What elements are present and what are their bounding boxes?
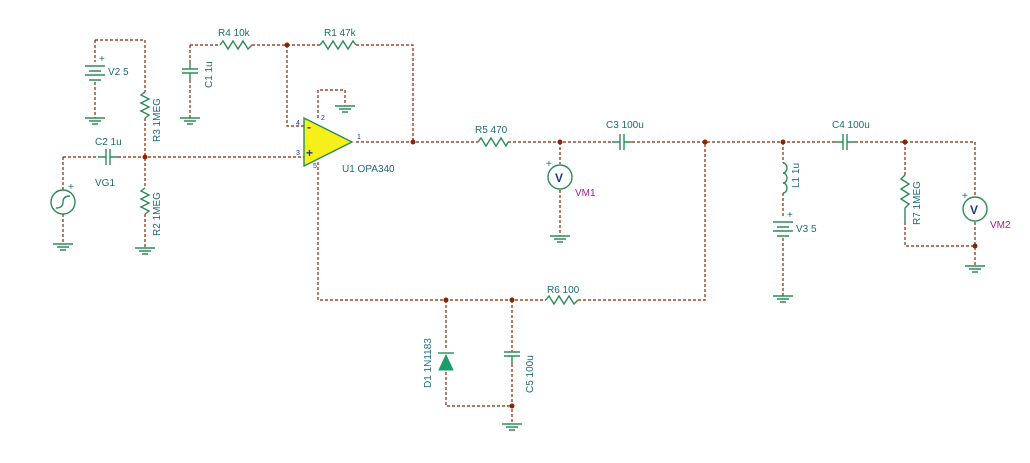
u1-label: U1 OPA340 <box>342 164 395 175</box>
ground-symbol <box>965 265 985 273</box>
junction <box>780 139 786 145</box>
battery-v2[interactable]: + V2 5 <box>85 54 129 81</box>
voltmeter-vm2[interactable]: V + VM2 <box>962 191 1011 231</box>
r7-label: R7 1MEG <box>912 181 923 225</box>
resistor-r5[interactable]: R5 470 <box>475 125 509 148</box>
signal-generator-vg1[interactable]: + VG1 <box>50 178 115 215</box>
junctions <box>142 42 978 409</box>
vg1-label: VG1 <box>95 178 115 189</box>
junction <box>509 403 515 409</box>
junction <box>902 139 908 145</box>
wires <box>62 39 976 424</box>
junction <box>410 139 416 145</box>
r3-label: R3 1MEG <box>152 98 163 142</box>
ground-symbol <box>53 243 73 251</box>
v2-plus: + <box>99 54 105 65</box>
r5-label: R5 470 <box>475 125 508 136</box>
c3-label: C3 100u <box>606 120 644 131</box>
vg1-plus: + <box>68 182 74 193</box>
r4-label: R4 10k <box>218 28 251 39</box>
voltmeter-vm1[interactable]: V + VM1 <box>546 159 596 199</box>
c2-label: C2 1u <box>95 137 122 148</box>
v3-plus: + <box>787 210 793 221</box>
ground-symbol <box>85 117 105 125</box>
opamp-pin-vminus: 5 <box>313 163 317 170</box>
junction <box>702 139 708 145</box>
r2-label: R2 1MEG <box>152 192 163 236</box>
vm2-label: VM2 <box>990 220 1011 231</box>
v2-label: V2 5 <box>108 67 129 78</box>
capacitor-c5[interactable]: C5 100u <box>504 351 536 393</box>
vm1-symbol: V <box>555 171 563 185</box>
opamp-pin-out: 1 <box>357 134 361 141</box>
junction <box>284 42 290 48</box>
vm1-plus: + <box>546 159 552 170</box>
c5-label: C5 100u <box>525 355 536 393</box>
ground-symbol <box>135 247 155 255</box>
vm2-symbol: V <box>970 203 978 217</box>
capacitor-c3[interactable]: C3 100u <box>606 120 644 150</box>
junction <box>443 297 449 303</box>
grounds <box>53 105 985 431</box>
ground-symbol <box>335 105 355 113</box>
resistor-r2[interactable]: R2 1MEG <box>139 187 163 236</box>
resistor-r7[interactable]: R7 1MEG <box>899 174 923 225</box>
junction <box>509 297 515 303</box>
ground-symbol <box>502 423 522 431</box>
vm2-plus: + <box>962 191 968 202</box>
r1-label: R1 47k <box>324 28 357 39</box>
resistor-r4[interactable]: R4 10k <box>218 28 253 51</box>
r6-label: R6 100 <box>547 285 580 296</box>
ground-symbol <box>180 117 200 125</box>
d1-label: D1 1N1183 <box>423 338 434 388</box>
ground-symbol <box>550 235 570 243</box>
inductor-l1[interactable]: L1 1u <box>782 162 802 194</box>
capacitor-c1[interactable]: C1 1u <box>182 61 215 88</box>
opamp-minus: - <box>307 120 311 134</box>
resistor-r6[interactable]: R6 100 <box>545 285 580 306</box>
opamp-pin-vplus: 2 <box>321 115 325 122</box>
c4-label: C4 100u <box>832 120 870 131</box>
junction <box>972 243 978 249</box>
capacitor-c2[interactable]: C2 1u <box>95 137 122 165</box>
v3-label: V3 5 <box>796 224 817 235</box>
opamp-plus: + <box>306 146 313 160</box>
c1-label: C1 1u <box>204 61 215 88</box>
opamp-pin-noninv: 3 <box>296 150 300 157</box>
opamp-pin-inv: 4 <box>296 120 300 127</box>
vm1-label: VM1 <box>575 188 596 199</box>
capacitor-c4[interactable]: C4 100u <box>832 120 870 150</box>
junction <box>557 139 563 145</box>
ground-symbol <box>773 295 793 303</box>
opamp-u1[interactable]: - + 4 3 2 5 1 U1 OPA340 <box>296 115 395 175</box>
battery-v3[interactable]: + V3 5 <box>773 210 817 237</box>
resistor-r1[interactable]: R1 47k <box>319 28 357 51</box>
l1-label: L1 1u <box>791 163 802 188</box>
diode-d1[interactable]: D1 1N1183 <box>423 338 454 388</box>
junction <box>142 154 148 160</box>
resistor-r3[interactable]: R3 1MEG <box>139 91 163 142</box>
